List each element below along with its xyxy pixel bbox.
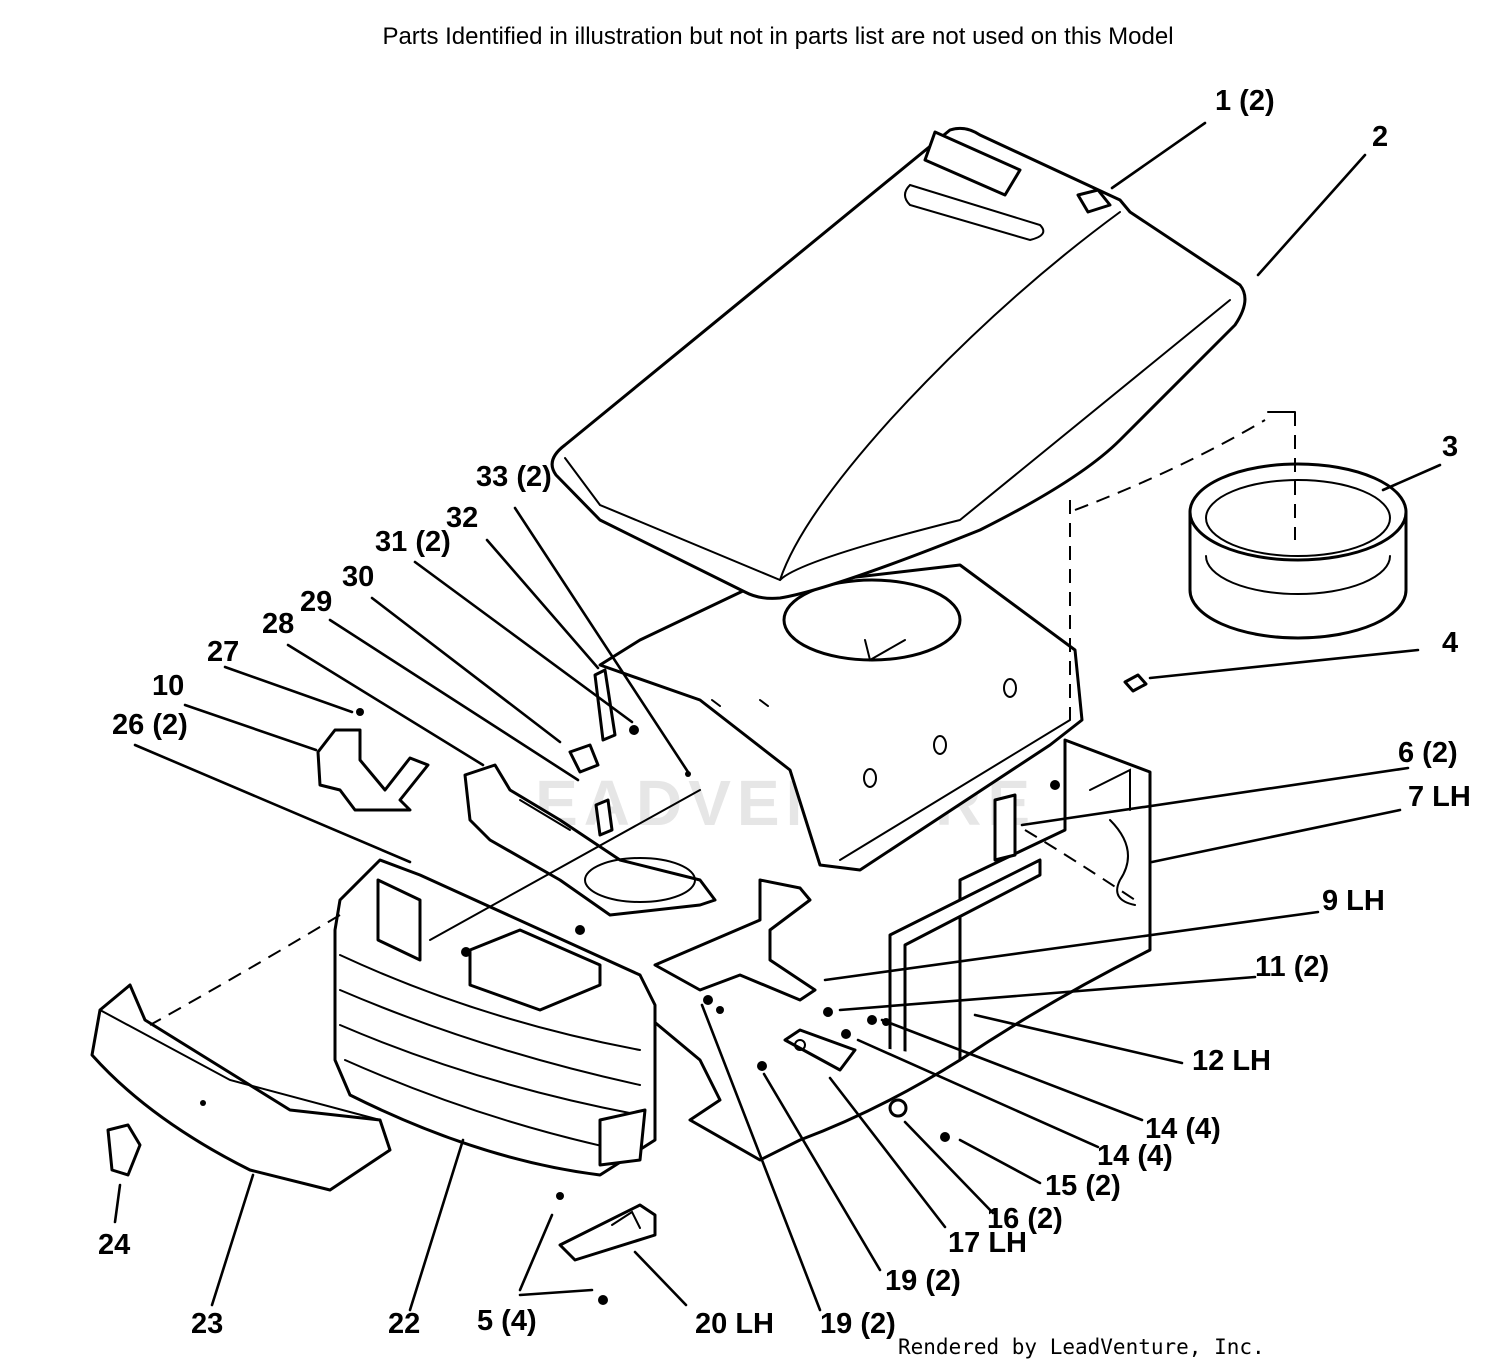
- callout-29: 29: [300, 586, 332, 618]
- credit-text: Rendered by LeadVenture, Inc.: [898, 1335, 1265, 1359]
- callout-labels: 1 (2) 2 3 4 6 (2) 7 LH 9 LH 11 (2) 12 LH…: [98, 85, 1471, 1340]
- callout-19b: 19 (2): [820, 1308, 896, 1340]
- part-2-hood: [550, 126, 1247, 600]
- part-30-switch: [568, 743, 614, 837]
- callout-22: 22: [388, 1308, 420, 1340]
- leader-lines: [113, 121, 1442, 1312]
- callout-24: 24: [98, 1229, 130, 1261]
- callout-27: 27: [207, 636, 239, 668]
- header-note: Parts Identified in illustration but not…: [382, 23, 1173, 50]
- dash-housing: [598, 563, 1084, 872]
- lower-frame-outline: [638, 1008, 962, 1162]
- part-24-emblem: [106, 1123, 142, 1177]
- assembly-lines: [149, 411, 1296, 1026]
- callout-33: 33 (2): [476, 461, 552, 493]
- part-32-bracket: [593, 668, 617, 742]
- part-22-grille: [333, 858, 657, 1177]
- part-9-mount-plate: [653, 878, 817, 1002]
- callout-7: 7 LH: [1408, 781, 1471, 813]
- callout-23: 23: [191, 1308, 223, 1340]
- part-10-bracket: [316, 728, 430, 812]
- callout-12: 12 LH: [1192, 1045, 1271, 1077]
- callout-30: 30: [342, 561, 374, 593]
- callout-11: 11 (2): [1255, 951, 1329, 983]
- part-4-fastener: [1123, 673, 1148, 693]
- callout-3: 3: [1442, 431, 1458, 463]
- callout-4: 4: [1442, 627, 1458, 659]
- part-23-bumper: [90, 983, 392, 1192]
- callout-28: 28: [262, 608, 294, 640]
- callout-32: 32: [446, 502, 478, 534]
- callout-15: 15 (2): [1045, 1170, 1121, 1202]
- callout-20: 20 LH: [695, 1308, 774, 1340]
- part-3-ring: [1188, 462, 1408, 640]
- callout-9: 9 LH: [1322, 885, 1385, 917]
- part-1-bumper: [1076, 188, 1112, 214]
- part-20-lower-bracket: [558, 1203, 657, 1262]
- callout-26: 26 (2): [112, 709, 188, 741]
- callout-5: 5 (4): [477, 1305, 537, 1337]
- callout-31: 31 (2): [375, 526, 451, 558]
- part-6-spacer: [993, 793, 1017, 862]
- callout-14b: 14 (4): [1097, 1140, 1173, 1172]
- callout-19a: 19 (2): [885, 1265, 961, 1297]
- callout-2: 2: [1372, 121, 1388, 153]
- callout-1: 1 (2): [1215, 85, 1275, 117]
- callout-10: 10: [152, 670, 184, 702]
- callout-6: 6 (2): [1398, 737, 1458, 769]
- fasteners: [356, 708, 1060, 1305]
- part-17-bracket: [783, 1028, 857, 1072]
- part-28-headlight-bracket: [463, 763, 717, 917]
- callout-16: 16 (2): [987, 1203, 1063, 1235]
- callout-17: 17 LH: [948, 1227, 1027, 1259]
- callout-14a: 14 (4): [1145, 1113, 1221, 1145]
